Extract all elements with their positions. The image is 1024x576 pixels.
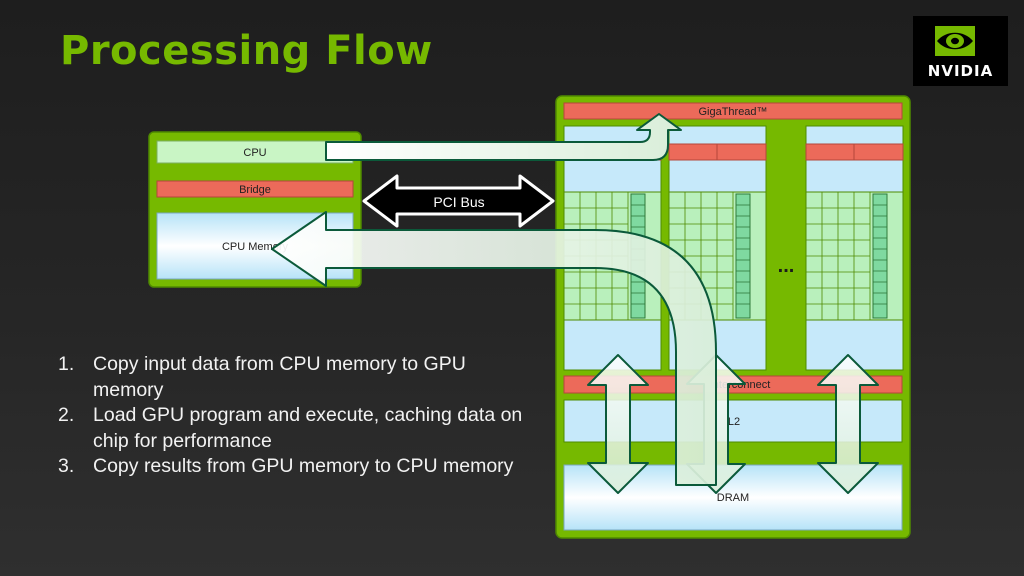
gigathread-bar — [563, 102, 903, 120]
pci-bus-arrow: PCI Bus — [362, 174, 555, 228]
step-item: 2. Load GPU program and execute, caching … — [58, 403, 528, 454]
step-item: 3. Copy results from GPU memory to CPU me… — [58, 454, 528, 480]
step-text: Copy input data from CPU memory to GPU m… — [93, 353, 466, 401]
step-text: Copy results from GPU memory to CPU memo… — [93, 455, 514, 477]
logo-text: NVIDIA — [927, 62, 994, 80]
step-number: 1. — [58, 353, 75, 375]
cpu-label: CPU — [243, 147, 266, 159]
dram-label: DRAM — [717, 492, 749, 504]
steps-list: 1. Copy input data from CPU memory to GPU… — [58, 352, 528, 480]
sm-ellipsis: ... — [778, 255, 795, 277]
l2-label: L2 — [728, 416, 740, 428]
step-text: Load GPU program and execute, caching da… — [93, 404, 523, 452]
gpu-to-cpu-memory-arrow — [271, 211, 717, 486]
sm-column-3 — [805, 125, 904, 371]
nvidia-eye-logo-icon — [935, 26, 975, 56]
bridge-block — [156, 180, 354, 198]
slide-title: Processing Flow — [60, 28, 433, 74]
dram-transfer-arrow-right — [817, 354, 879, 494]
cpu-to-gpu-arrow — [325, 113, 682, 161]
pci-bus-label: PCI Bus — [433, 194, 484, 210]
dram-transfer-arrow-left — [587, 354, 649, 494]
bridge-label: Bridge — [239, 184, 271, 196]
step-number: 2. — [58, 404, 75, 426]
step-item: 1. Copy input data from CPU memory to GPU… — [58, 352, 528, 403]
gigathread-label: GigaThread™ — [698, 106, 767, 118]
nvidia-logo: NVIDIA — [913, 16, 1008, 86]
step-number: 3. — [58, 455, 75, 477]
